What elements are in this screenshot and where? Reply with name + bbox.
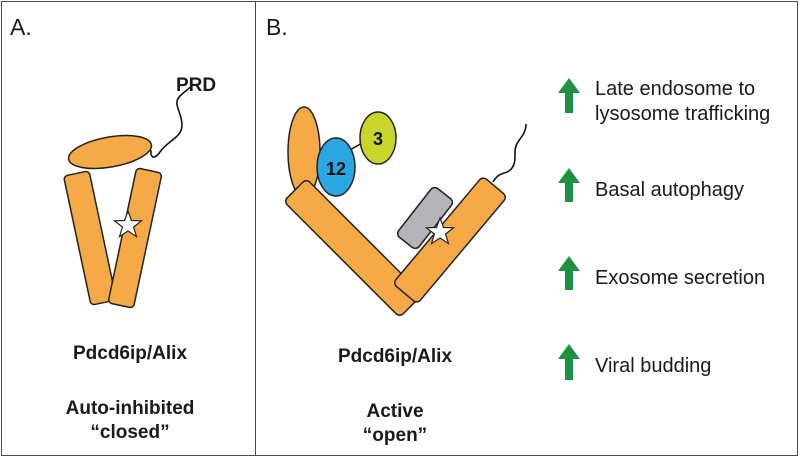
closed-left-arm [63, 170, 117, 306]
panel-a-state-line2: “closed” [90, 422, 170, 443]
panel-a-state-line1: Auto-inhibited [65, 398, 195, 419]
open-star-icon [424, 216, 456, 246]
effect-viral-budding: Viral budding [595, 355, 712, 377]
domain-3-ellipse [359, 111, 397, 165]
domain-12-label: 12 [326, 159, 346, 179]
effect-trafficking-line1: Late endosome to [595, 78, 756, 100]
open-alix-structure: 12 3 [285, 106, 527, 316]
up-arrow-icon [558, 344, 580, 380]
panel-b-protein-name: Pdcd6ip/Alix [337, 346, 453, 367]
effect-arrows [558, 78, 580, 380]
up-arrow-icon [558, 78, 580, 113]
up-arrow-icon [558, 256, 580, 290]
open-prd-tail [492, 123, 527, 183]
panel-b-state-line1: Active [366, 401, 424, 422]
domain-3-label: 3 [373, 129, 383, 149]
prd-label: PRD [176, 75, 217, 96]
domain-12-ellipse [316, 137, 356, 197]
panel-b-state-line2: “open” [362, 425, 428, 446]
closed-star-icon [112, 209, 144, 239]
closed-bro1-domain [67, 134, 153, 170]
prd-tail [150, 85, 193, 158]
panel-a-protein-name: Pdcd6ip/Alix [72, 343, 188, 364]
closed-right-arm [107, 167, 163, 309]
effect-autophagy: Basal autophagy [595, 179, 745, 201]
open-gray-partner [396, 186, 454, 250]
up-arrow-icon [558, 168, 580, 202]
panel-a-label: A. [10, 14, 32, 40]
effect-exosome: Exosome secretion [595, 267, 766, 289]
open-left-arm [285, 180, 421, 316]
effect-trafficking-line2: lysosome trafficking [595, 103, 771, 125]
panel-b-label: B. [266, 14, 288, 40]
closed-alix-structure [63, 85, 193, 309]
